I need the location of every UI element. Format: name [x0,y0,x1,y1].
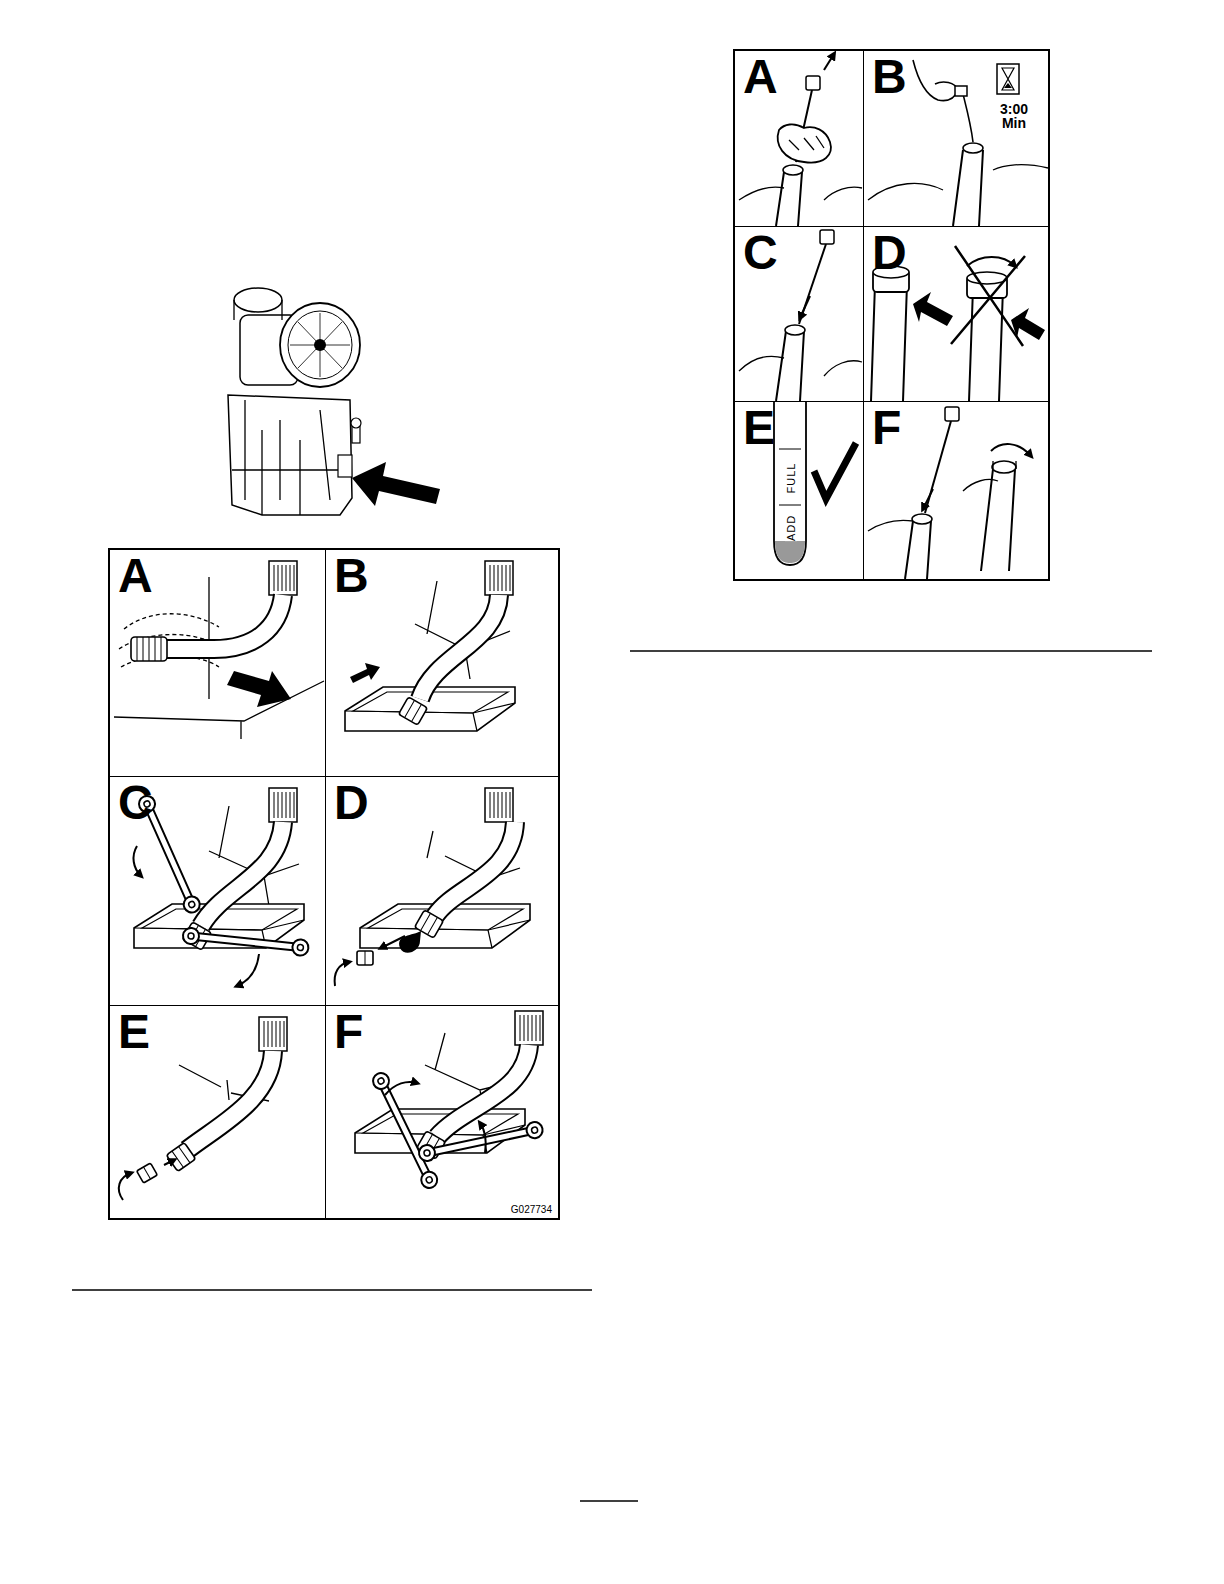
step-letter: A [118,550,153,603]
step-panel: C [734,226,864,402]
step-panel: D [325,776,559,1006]
step-panel: F [863,401,1049,580]
dipstick-e-illustration [774,401,856,565]
rule [72,1289,592,1290]
step-letter: D [334,777,369,830]
step-panel: E ADD FULL [734,401,864,580]
rule [580,1500,638,1501]
step-panel: E [109,1005,326,1219]
step-panel: B 3:00 Min [863,50,1049,227]
step-panel: F G027734 [325,1005,559,1219]
step-letter: A [743,51,778,104]
step-panel: C [109,776,326,1006]
dipstick-mark: FULL [785,463,797,494]
grid-frame [734,50,1049,580]
step-letter: D [872,227,907,280]
step-panel: B [325,549,559,777]
rule [630,650,1152,651]
step-panel: A [734,50,864,227]
step-c-illustration [134,788,310,986]
dipstick-mark: ADD [785,515,797,541]
step-panel: A [109,549,326,777]
step-f-illustration [355,1011,544,1191]
step-panel: D [863,226,1049,402]
grid-frame [109,549,559,1219]
figure-code: G027734 [511,1204,552,1215]
step-letter: F [872,402,901,455]
step-b-illustration [345,561,515,731]
step-letter: E [743,402,775,455]
engine-illustration [228,288,440,515]
step-letter: E [118,1006,150,1059]
step-letter: C [743,227,778,280]
step-letter: F [334,1006,363,1059]
timer-label: 3:00 Min [988,102,1040,130]
step-letter: B [872,51,907,104]
step-letter: B [334,550,369,603]
step-letter: C [118,777,153,830]
